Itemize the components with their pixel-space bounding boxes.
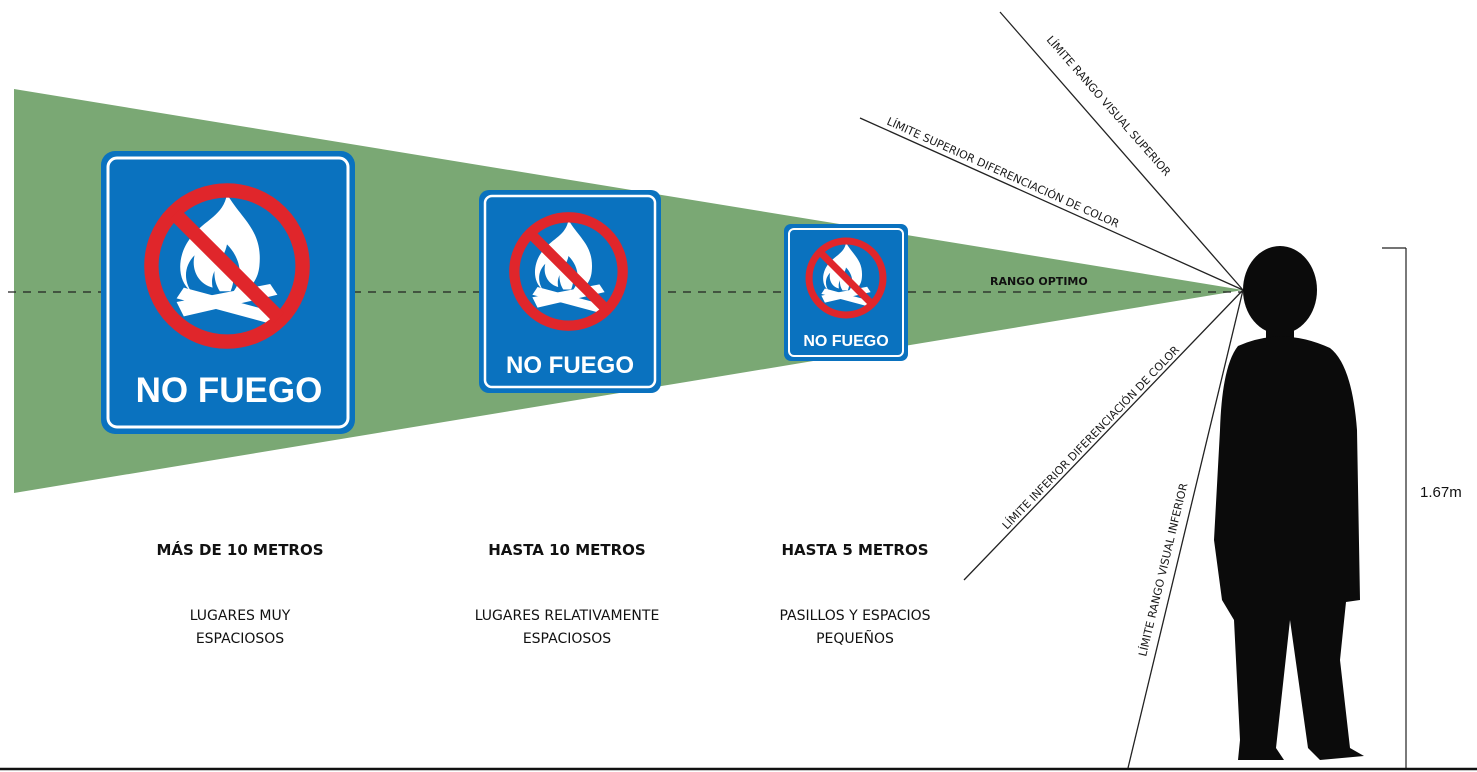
upper-visual-limit-line [999, 11, 1244, 291]
height-label: 1.67m [1420, 484, 1462, 501]
lower-color-limit-line [963, 289, 1244, 581]
distance-desc-line1: LUGARES MUY [190, 608, 291, 624]
distance-title: MÁS DE 10 METROS [156, 540, 323, 559]
distance-caption-2: HASTA 10 METROS LUGARES RELATIVAMENTE ES… [475, 541, 660, 647]
upper-color-limit-label: LÍMITE SUPERIOR DIFERENCIACIÓN DE COLOR [885, 115, 1122, 231]
sign-small-text: NO FUEGO [803, 333, 888, 350]
distance-title: HASTA 5 METROS [781, 541, 928, 559]
sign-medium: NO FUEGO [479, 190, 661, 393]
distance-desc-line2: PEQUEÑOS [816, 630, 894, 647]
upper-visual-limit-label: LÍMITE RANGO VISUAL SUPERIOR [1044, 33, 1174, 179]
distance-caption-1: MÁS DE 10 METROS LUGARES MUY ESPACIOSOS [156, 540, 323, 647]
lower-visual-limit-label: LÍMITE RANGO VISUAL INFERIOR [1136, 481, 1190, 657]
sign-small: NO FUEGO [784, 224, 908, 361]
lower-visual-limit-line [1127, 289, 1244, 769]
upper-color-limit-line [859, 117, 1244, 291]
distance-desc-line2: ESPACIOSOS [523, 631, 611, 647]
distance-caption-3: HASTA 5 METROS PASILLOS Y ESPACIOS PEQUE… [779, 541, 930, 647]
optimal-range-label: RANGO OPTIMO [990, 275, 1088, 288]
distance-title: HASTA 10 METROS [488, 541, 645, 559]
distance-desc-line2: ESPACIOSOS [196, 631, 284, 647]
person-silhouette [1214, 246, 1364, 760]
sign-large-text: NO FUEGO [136, 371, 323, 410]
lower-color-limit-label: LÍMITE INFERIOR DIFERENCIACIÓN DE COLOR [1000, 343, 1183, 532]
distance-desc-line1: LUGARES RELATIVAMENTE [475, 608, 660, 624]
sign-medium-text: NO FUEGO [506, 352, 634, 379]
sight-lines [859, 11, 1244, 769]
distance-desc-line1: PASILLOS Y ESPACIOS [779, 608, 930, 624]
sign-large: NO FUEGO [101, 151, 355, 434]
height-indicator [1382, 247, 1407, 768]
